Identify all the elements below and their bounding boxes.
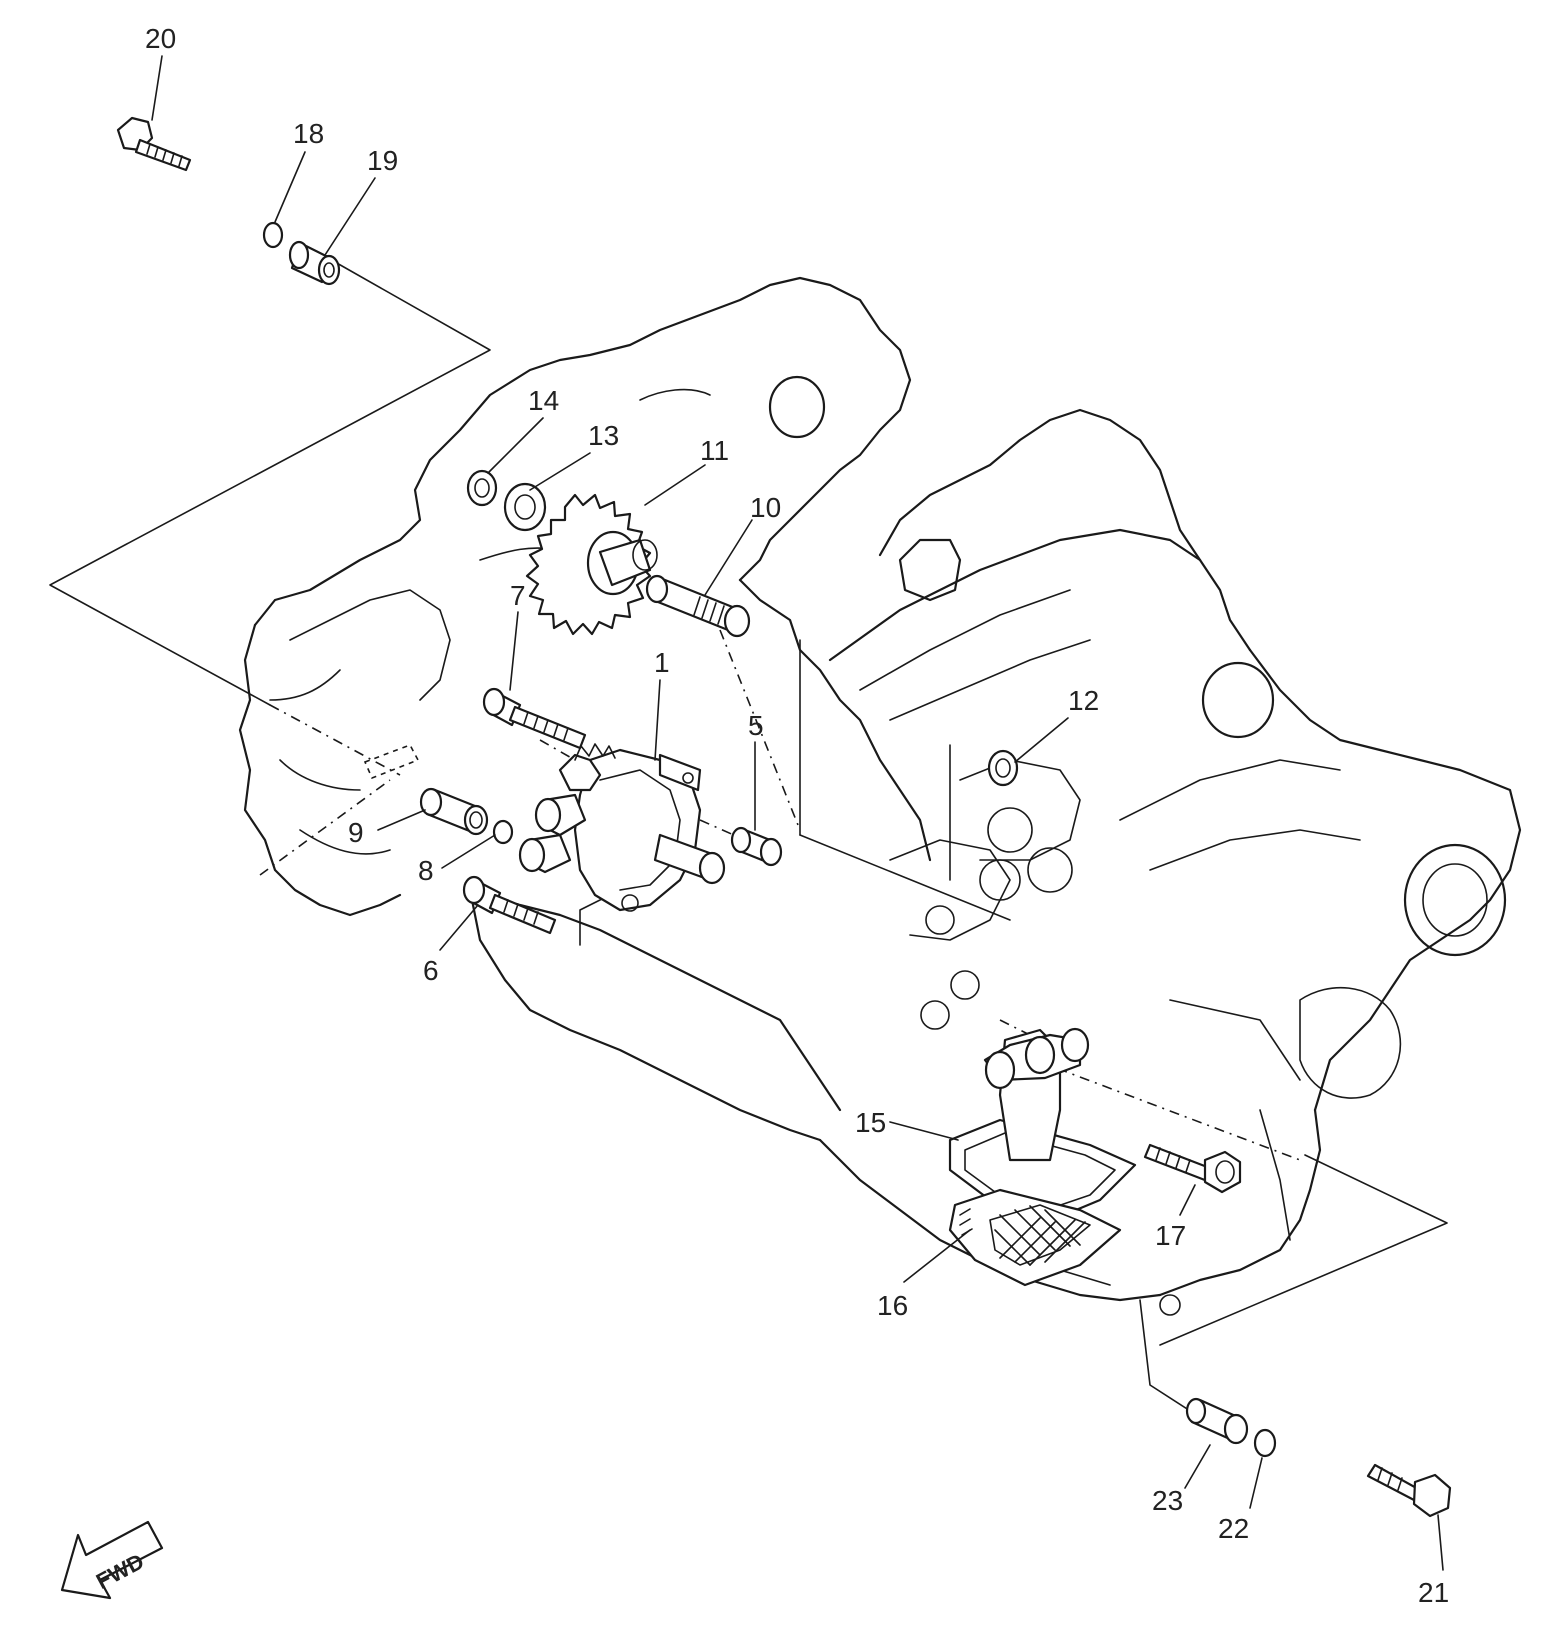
- part-14-circlip: [466, 469, 498, 507]
- locating-pin: [363, 744, 420, 780]
- part-1-oil-pump-assembly: [518, 743, 726, 912]
- part-20-flange-bolt: [116, 116, 192, 172]
- callout-21: 21: [1418, 1577, 1449, 1608]
- part-5-dowel: [730, 826, 783, 867]
- callout-numbers: 20 18 19 14 13 11 10 7 1 12 5 9 8 6 15 1…: [145, 23, 1449, 1608]
- leader-lines: [151, 55, 1444, 1571]
- callout-16: 16: [877, 1290, 908, 1321]
- callout-11: 11: [700, 435, 729, 466]
- callout-1: 1: [654, 647, 670, 678]
- part-17-bolt: [1143, 1143, 1242, 1194]
- part-23-dowel: [1185, 1397, 1249, 1445]
- fwd-arrow-icon: FWD: [60, 1520, 164, 1600]
- callout-18: 18: [293, 118, 324, 149]
- callout-19: 19: [367, 145, 398, 176]
- part-19-dowel-pin: [288, 240, 341, 286]
- callout-22: 22: [1218, 1513, 1249, 1544]
- crankcase-left-outline: [238, 276, 912, 917]
- part-10-shaft: [645, 574, 751, 638]
- callout-6: 6: [423, 955, 439, 986]
- part-7-bolt: [482, 687, 587, 750]
- callout-10: 10: [750, 492, 781, 523]
- callout-17: 17: [1155, 1220, 1186, 1251]
- callout-12: 12: [1068, 685, 1099, 716]
- part-15-oil-strainer: [948, 1027, 1137, 1227]
- part-6-bolt: [462, 875, 557, 935]
- callout-8: 8: [418, 855, 434, 886]
- part-12-circlip: [987, 749, 1019, 787]
- callout-5: 5: [748, 710, 764, 741]
- part-9-collar: [419, 787, 489, 836]
- part-21-flange-bolt: [1366, 1463, 1452, 1518]
- part-22-o-ring: [1253, 1428, 1277, 1458]
- part-18-o-ring: [262, 221, 284, 249]
- callout-20: 20: [145, 23, 176, 54]
- callout-14: 14: [528, 385, 559, 416]
- callout-13: 13: [588, 420, 619, 451]
- callout-15: 15: [855, 1107, 886, 1138]
- part-11-driven-gear: [525, 493, 658, 636]
- part-16-strainer-screen: [948, 1188, 1122, 1287]
- callout-23: 23: [1152, 1485, 1183, 1516]
- part-8-o-ring: [492, 819, 514, 845]
- callout-9: 9: [348, 817, 364, 848]
- part-13-washer: [503, 482, 547, 532]
- callout-7: 7: [510, 580, 526, 611]
